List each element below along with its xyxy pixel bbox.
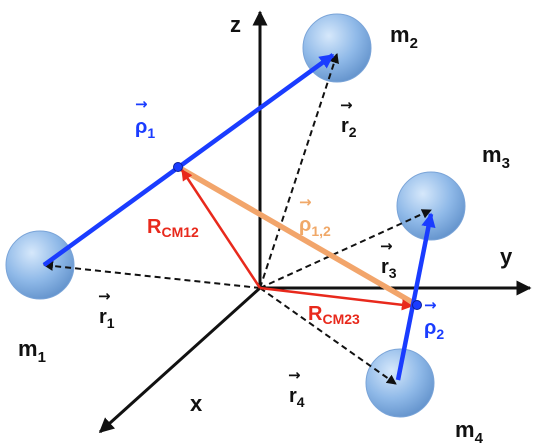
mass-3-sphere [396, 171, 466, 241]
y-axis-label: y [500, 244, 513, 269]
r1-label: r1 [99, 306, 115, 331]
mass-1-label: m1 [18, 336, 46, 366]
rho12-arrow-mark: → [299, 193, 312, 211]
x-axis [98, 286, 262, 434]
mass-1-sphere [5, 230, 75, 300]
mass-4-sphere [365, 348, 435, 418]
rho12-vector [175, 164, 420, 308]
r2-vector [259, 53, 339, 289]
rcm12-label: RCM12 [147, 216, 199, 240]
rcm23-vector [259, 286, 414, 311]
rho12-label: ρ1,2 [299, 214, 331, 239]
r1-arrow-mark: → [98, 287, 111, 305]
r3-arrow-mark: → [380, 237, 393, 255]
r3-label: r3 [381, 256, 397, 281]
cm23-point [412, 300, 422, 310]
mass-2-label: m2 [390, 22, 418, 52]
r3-vector [259, 209, 432, 289]
z-axis-label: z [230, 12, 241, 37]
r4-vector [259, 287, 397, 385]
r2-label: r2 [341, 115, 357, 140]
x-axis-label: x [190, 391, 203, 416]
mass-4-label: m4 [455, 417, 484, 447]
r2-arrow-mark: → [340, 96, 353, 114]
rho2-label: ρ2 [424, 317, 444, 342]
rcm23-label: RCM23 [308, 303, 360, 327]
rho1-label: ρ1 [135, 116, 155, 141]
rcm12-vector [180, 169, 262, 289]
cm12-point [173, 162, 183, 172]
r4-arrow-mark: → [288, 366, 301, 384]
rho1-vector [42, 53, 335, 267]
rho2-arrow-mark: → [424, 296, 437, 314]
r1-vector [43, 260, 261, 289]
mass-3-label: m3 [482, 142, 510, 172]
rho2-vector [395, 212, 436, 381]
r4-label: r4 [289, 385, 305, 410]
rho1-arrow-mark: → [135, 95, 148, 113]
